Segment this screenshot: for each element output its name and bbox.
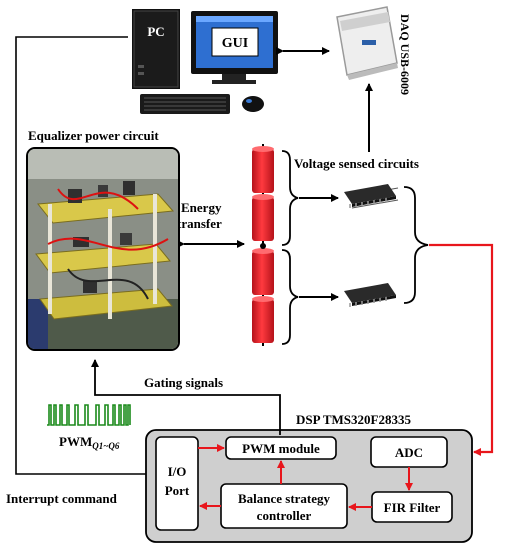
- equalizer-photo-drawing: [28, 149, 178, 349]
- mouse-icon: [242, 96, 264, 112]
- pwm-module-label: PWM module: [242, 441, 320, 456]
- gui-label-box: [211, 27, 259, 57]
- pwm-waveform-icon: [47, 404, 131, 426]
- equalizer-label: Equalizer power circuit: [28, 128, 159, 143]
- interrupt-command-line: [15, 36, 156, 478]
- balance-label-line1: Balance strategy: [238, 491, 331, 506]
- keyboard-icon: [140, 94, 230, 114]
- energy-label-line1: Energy: [181, 200, 222, 215]
- io-port-block: [155, 436, 199, 531]
- lower-group-brace: [281, 249, 299, 345]
- battery-stack: [252, 144, 274, 346]
- gating-signals-line: [91, 359, 281, 435]
- pwm-label: PWMQ1~Q6: [59, 434, 120, 451]
- pwm-label-base: PWM: [59, 434, 92, 449]
- gating-label: Gating signals: [144, 375, 223, 390]
- fir-filter-label: FIR Filter: [384, 500, 441, 515]
- voltage-sensed-label: Voltage sensed circuits: [294, 156, 419, 171]
- battery-cell: [252, 146, 274, 193]
- balance-label-line2: controller: [257, 508, 312, 523]
- sensor-chip-lower-icon: [344, 283, 396, 307]
- battery-cell: [252, 296, 274, 343]
- battery-cell: [252, 194, 274, 241]
- sensors-to-adc-arrow: [429, 243, 494, 456]
- daq-label: DAQ USB-6009: [398, 14, 412, 95]
- equalizer-photo: [26, 147, 180, 351]
- upper-group-brace: [281, 150, 299, 246]
- io-port-label-line2: Port: [165, 483, 190, 498]
- dsp-label: DSP TMS320F28335: [296, 412, 411, 427]
- interrupt-label: Interrupt command: [6, 491, 118, 506]
- pc-tower-icon: [132, 9, 180, 89]
- sensor-chip-upper-icon: [344, 184, 399, 209]
- daq-device-icon: [336, 6, 398, 80]
- pc-label: PC: [147, 24, 164, 39]
- gui-label: GUI: [222, 36, 248, 51]
- pwm-label-subscript: Q1~Q6: [92, 441, 120, 451]
- battery-cell: [252, 248, 274, 295]
- sensors-merge-brace: [403, 186, 429, 304]
- energy-label-line2: transfer: [177, 216, 222, 231]
- io-port-label-line1: I/O: [168, 464, 187, 479]
- adc-label: ADC: [395, 445, 423, 460]
- pwm-module-block: [225, 436, 337, 460]
